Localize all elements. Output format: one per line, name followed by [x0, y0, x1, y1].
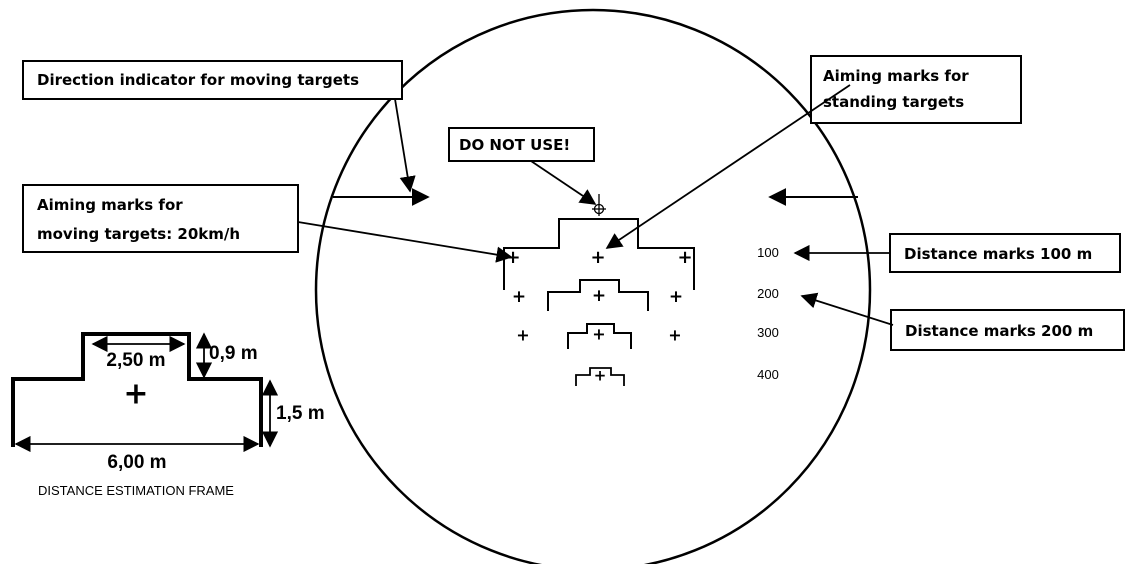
- frame-caption: DISTANCE ESTIMATION FRAME: [38, 483, 234, 498]
- callout-direction-indicator-box: [22, 60, 403, 100]
- frame-top-width-label: 2,50 m: [106, 350, 165, 371]
- callout-aiming-standing-line2: standing targets: [823, 93, 964, 111]
- callout-distance-200-box: [890, 309, 1125, 351]
- leader-direction-indicator: [394, 98, 416, 193]
- aiming-mark-moving-right-200: +: [669, 287, 683, 307]
- aiming-frame-300: [567, 323, 632, 349]
- aiming-frame-100: [503, 218, 695, 290]
- aiming-mark-moving-left-200: +: [512, 287, 526, 307]
- aiming-mark-standing-100: +: [590, 247, 605, 268]
- leader-distance-200: [800, 292, 894, 326]
- aiming-mark-standing-400: +: [594, 367, 607, 385]
- frame-bottom-height-label: 1,5 m: [276, 403, 325, 424]
- aiming-mark-moving-right-300: +: [668, 326, 681, 345]
- aiming-mark-moving-left-300: +: [516, 326, 529, 345]
- aiming-mark-moving-right-100: +: [677, 247, 692, 268]
- aiming-mark-standing-200: +: [592, 286, 606, 306]
- callout-aiming-moving-line2: moving targets: 20km/h: [37, 225, 240, 243]
- aiming-frame-200: [547, 279, 649, 311]
- callout-do-not-use: DO NOT USE!: [459, 136, 570, 154]
- frame-center-plus-icon: +: [123, 377, 148, 412]
- aiming-mark-moving-left-100: +: [505, 247, 520, 268]
- callout-distance-100-box: [889, 233, 1121, 273]
- aiming-mark-standing-300: +: [592, 325, 605, 344]
- callout-distance-200: Distance marks 200 m: [905, 322, 1093, 340]
- callout-distance-100: Distance marks 100 m: [904, 245, 1092, 263]
- distance-mark-200: 200: [757, 286, 779, 301]
- leader-do-not-use: [530, 160, 597, 205]
- callout-aiming-moving-line1: Aiming marks for: [37, 196, 183, 214]
- aiming-frame-400: [575, 367, 625, 386]
- callout-aiming-standing-line1: Aiming marks for: [823, 67, 969, 85]
- frame-top-height-label: 0,9 m: [209, 343, 258, 364]
- callout-direction-indicator: Direction indicator for moving targets: [37, 71, 359, 89]
- leader-aiming-moving: [297, 221, 513, 263]
- distance-mark-400: 400: [757, 367, 779, 382]
- distance-estimation-frame: [11, 332, 263, 447]
- callout-aiming-standing-box: [810, 55, 1022, 124]
- callout-do-not-use-box: [448, 127, 595, 162]
- reticle-circle: [314, 8, 872, 564]
- distance-mark-100: 100: [757, 245, 779, 260]
- frame-total-width-label: 6,00 m: [107, 452, 166, 473]
- leader-aiming-standing: [605, 84, 851, 249]
- callout-aiming-moving-box: [22, 184, 299, 253]
- do-not-use-crosshair-icon: [592, 194, 606, 216]
- distance-mark-300: 300: [757, 325, 779, 340]
